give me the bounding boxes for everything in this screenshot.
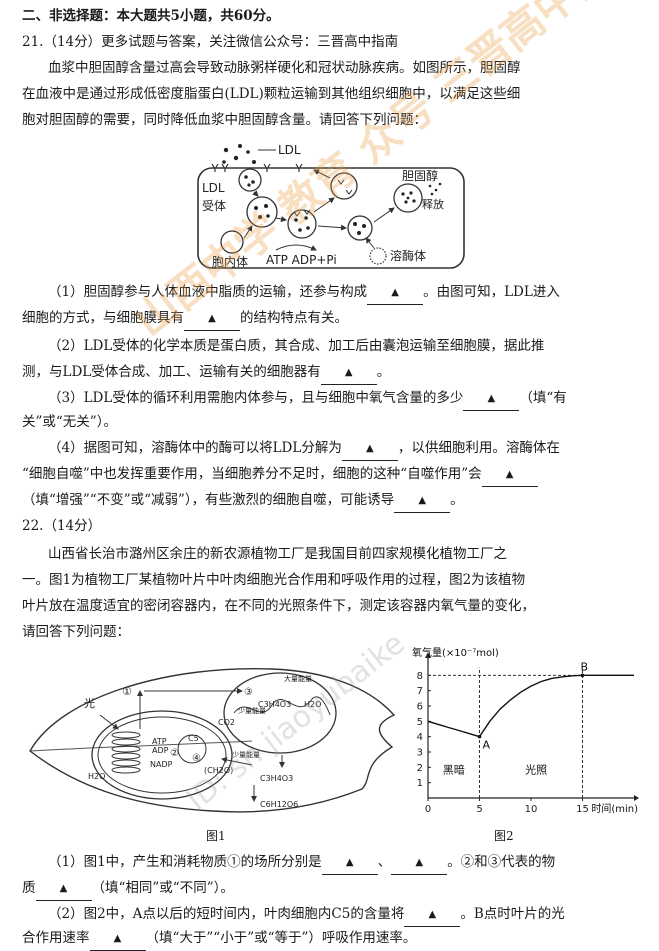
small-energy-label-2: 少量能量 [232,750,260,759]
q21-p2-line-2: 测，与LDL受体合成、加工、运输有关的细胞器有▲。 [22,362,659,385]
cholesterol-label: 胆固醇 [402,168,438,183]
q22-intro-line-3: 叶片放在温度适宜的密闭容器内，在不同的光照条件下，测定该容器内氧气量的变化， [22,598,535,614]
point-a-marker [477,734,482,739]
point-b-marker [580,673,585,678]
dark-label: 黑暗 [443,762,465,776]
oxygen-series-line [427,674,634,738]
lysosome-label: 溶酶体 [390,248,426,263]
marker-4: ④ [192,753,201,764]
c6h12o6-label: C6H12O6 [260,800,298,809]
c5-label: C5 [188,734,199,743]
c3h4o3-label-2: C3H4O3 [260,774,293,783]
y-tick-label: 7 [417,686,423,697]
marker-3: ③ [244,687,253,698]
figure-2-caption: 图2 [494,829,514,843]
release-label: 释放 [422,197,444,211]
q22-p1-line-2: 质▲（填“相同”或“不同”）。 [22,878,659,901]
y-axis-title: 氧气量(×10⁻⁷mol) [412,646,499,659]
y-tick-label: 8 [417,671,423,682]
answer-blank[interactable]: ▲ [184,308,240,331]
adp-label: ADP [152,746,169,755]
q22-p1-line-1: （1）图1中，产生和消耗物质①的场所分别是▲、▲。②和③代表的物 [48,852,659,875]
y-tick-label: 1 [417,778,423,789]
atp-label: ATP [152,737,167,746]
point-b-label: B [581,660,589,673]
q21-intro-line-3: 胞对胆固醇的需要，同时降低血浆中胆固醇含量。请回答下列问题： [22,112,427,128]
q21-p4-line-1: （4）据图可知，溶酶体中的酶可以将LDL分解为▲，以供细胞利用。溶酶体在 [48,438,659,461]
q21-p1-line-1: （1）胆固醇参与人体血液中脂质的运输，还参与构成▲。由图可知，LDL进入 [48,282,659,305]
ldl-pathway-figure: LDL 胆固醇 释放 溶酶体 [197,143,465,269]
c3h4o3-label-1: C3H4O3 [258,700,291,709]
q22-header: 22.（14分） [22,518,102,534]
answer-blank[interactable]: ▲ [89,928,146,951]
h2o-mito-label: H2O [304,700,321,709]
y-tick-label: 2 [417,763,423,774]
q21-p3-line-2: 关”或“无关”）。 [22,414,117,430]
q21-p4-line-2: “细胞自噬”中也发挥重要作用，当细胞养分不足时，细胞的这种“自噬作用”会▲ [22,464,659,487]
answer-blank[interactable]: ▲ [367,282,424,305]
oxygen-chart: 0 5 10 15 1 2 3 4 5 6 7 8A B 黑暗 光照 氧气量(×10⁻⁷mol) 时间(min) [412,646,639,815]
q21-intro-line-1: 血浆中胆固醇含量过高会导致动脉粥样硬化和冠状动脉疾病。如图所示，胆固醇 [48,60,521,76]
small-energy-label-1: 少量能量 [238,706,266,715]
nadp-label: NADP [150,760,173,769]
x-axis-title: 时间(min) [591,802,638,815]
q21-header: 21.（14分）更多试题与答案，关注微信公众号：三晋高中指南 [22,34,399,50]
x-axis-arrow [634,795,639,801]
answer-blank[interactable]: ▲ [394,490,451,513]
x-tick-label: 10 [525,804,538,815]
answer-blank[interactable]: ▲ [321,852,378,875]
ldl-receptor-label-2: 受体 [202,199,226,213]
q21-p4-line-3: （填“增强”“不变”或“减弱”），有些激烈的细胞自噬，可能诱导▲。 [22,490,659,513]
q22-intro-line-2: 一。图1为植物工厂某植物叶片中叶肉细胞光合作用和呼吸作用的过程，图2为该植物 [22,572,526,588]
answer-blank[interactable]: ▲ [404,904,461,927]
q21-p3-line-1: （3）LDL受体的循环利用需胞内体参与，且与细胞中氧气含量的多少▲（填“有 [48,388,659,411]
q22-p2-line-1: （2）图2中，A点以后的短时间内，叶肉细胞内C5的含量将▲。B点时叶片的光 [48,904,659,927]
q22-intro-line-1: 山西省长治市潞州区余庄的新农源植物工厂是我国目前四家规模化植物工厂之 [48,546,507,562]
light-label: 光 [84,696,95,710]
figure-1-caption: 图1 [206,829,226,843]
answer-blank[interactable]: ▲ [481,464,538,487]
q21-p1-line-2: 细胞的方式，与细胞膜具有▲的结构特点有关。 [22,308,659,331]
answer-blank[interactable]: ▲ [391,852,448,875]
marker-1: ① [122,685,132,698]
y-tick-label: 3 [417,748,423,759]
endosome-label: 胞内体 [212,255,248,269]
big-energy-label: 大量能量 [284,674,312,683]
h2o-left-label: H2O [88,772,105,781]
ch2o-label: (CH2O) [204,766,233,775]
answer-blank[interactable]: ▲ [341,438,398,461]
atp-adp-label: ATP ADP+Pi [266,253,337,267]
point-a-label: A [483,739,491,752]
co2-label: CO2 [218,718,235,727]
light-label: 光照 [525,762,547,776]
q21-intro-line-2: 在血液中是通过形成低密度脂蛋白(LDL)颗粒运输到其他组织细胞中，以满足这些细 [22,86,521,102]
y-tick-label: 5 [417,717,423,728]
x-tick-label: 15 [576,804,589,815]
y-tick-label: 4 [417,732,423,743]
leaf-cell-figure: 光 ① ATP ADP ② NADP C5 ④ (CH2O) H2O CO2 ③… [29,667,396,813]
section-title: 二、非选择题：本大题共5小题，共60分。 [22,8,280,24]
q21-p2-line-1: （2）LDL受体的化学本质是蛋白质，其合成、加工后由囊泡运输至细胞膜，据此推 [48,338,545,354]
answer-blank[interactable]: ▲ [320,362,377,385]
q22-p2-line-2: 合作用速率▲（填“大于”“小于”或“等于”）呼吸作用速率。 [22,928,659,951]
q22-intro-line-4: 请回答下列问题： [22,624,130,640]
y-tick-label: 6 [417,702,423,713]
answer-blank[interactable]: ▲ [35,878,92,901]
y-axis-arrow [425,652,431,658]
marker-2: ② [170,748,179,759]
answer-blank[interactable]: ▲ [463,388,520,411]
ldl-label: LDL [278,143,301,157]
ldl-receptor-label-1: LDL [202,181,225,195]
x-tick-label: 5 [476,804,482,815]
x-tick-label: 0 [425,804,431,815]
